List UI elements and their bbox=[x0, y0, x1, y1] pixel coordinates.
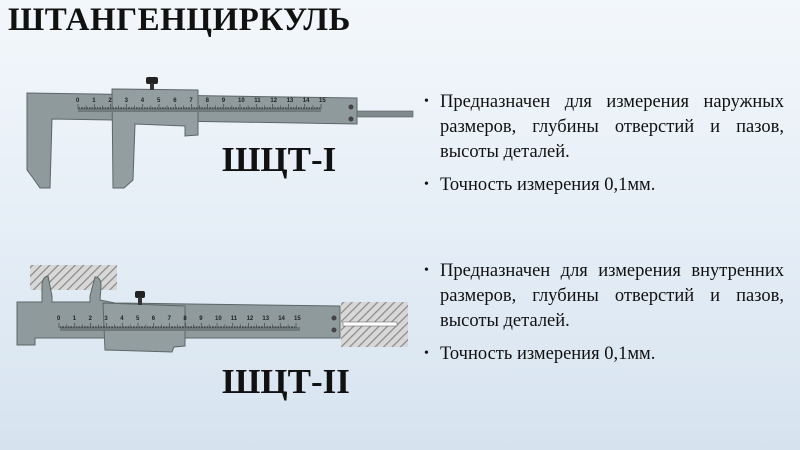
scale-label: 0 bbox=[76, 98, 80, 104]
bullet-icon: • bbox=[424, 263, 429, 278]
model-label-shct-1: ШЦТ-I bbox=[222, 140, 337, 179]
scale-label: 10 bbox=[238, 98, 245, 104]
scale-label: 4 bbox=[141, 98, 145, 104]
scale-label: 1 bbox=[92, 98, 96, 104]
scale-label: 12 bbox=[247, 316, 254, 322]
bullet-text: Предназначен для измерения внутренних ра… bbox=[440, 261, 784, 331]
scale-label: 6 bbox=[152, 316, 156, 322]
bullet-text: Предназначен для измерения наружных разм… bbox=[440, 92, 784, 162]
scale-label: 15 bbox=[294, 316, 301, 322]
scale-label: 8 bbox=[206, 98, 210, 104]
scale-label: 10 bbox=[215, 316, 222, 322]
scale-label: 12 bbox=[270, 98, 277, 104]
bullet-icon: • bbox=[424, 177, 429, 192]
scale-label: 14 bbox=[303, 98, 310, 104]
bullet-icon: • bbox=[424, 346, 429, 361]
scale-label: 5 bbox=[157, 98, 161, 104]
slide-title: ШТАНГЕНЦИРКУЛЬ bbox=[8, 2, 351, 38]
bullet-text: Точность измерения 0,1мм. bbox=[440, 344, 656, 364]
scale-label: 14 bbox=[278, 316, 285, 322]
scale-label: 5 bbox=[136, 316, 140, 322]
scale-label: 7 bbox=[189, 98, 193, 104]
scale-label: 13 bbox=[287, 98, 294, 104]
bullet-accuracy: • Точность измерения 0,1мм. bbox=[424, 173, 784, 198]
scale-label: 9 bbox=[222, 98, 226, 104]
bullet-icon: • bbox=[424, 94, 429, 109]
scale-label: 6 bbox=[173, 98, 177, 104]
scale-label: 0 bbox=[57, 316, 61, 322]
scale-label: 11 bbox=[231, 316, 238, 322]
bullet-purpose: • Предназначен для измерения внутренних р… bbox=[424, 259, 784, 334]
model-label-shct-2: ШЦТ-II bbox=[222, 362, 350, 401]
scale-label: 15 bbox=[319, 98, 326, 104]
scale-label: 3 bbox=[125, 98, 129, 104]
scale-label: 4 bbox=[120, 316, 124, 322]
bullet-list-shct-1: • Предназначен для измерения наружных раз… bbox=[424, 90, 784, 206]
bullet-list-shct-2: • Предназначен для измерения внутренних р… bbox=[424, 259, 784, 375]
bullet-purpose: • Предназначен для измерения наружных раз… bbox=[424, 90, 784, 165]
scale-label: 1 bbox=[73, 316, 77, 322]
scale-label: 9 bbox=[199, 316, 203, 322]
scale-label: 2 bbox=[108, 98, 112, 104]
scale-label: 13 bbox=[262, 316, 269, 322]
bullet-accuracy: • Точность измерения 0,1мм. bbox=[424, 342, 784, 367]
scale-label: 11 bbox=[254, 98, 261, 104]
scale-label: 8 bbox=[183, 316, 187, 322]
scale-label: 2 bbox=[89, 316, 93, 322]
scale-label: 7 bbox=[168, 316, 172, 322]
bullet-text: Точность измерения 0,1мм. bbox=[440, 175, 656, 195]
scale-label: 3 bbox=[104, 316, 108, 322]
